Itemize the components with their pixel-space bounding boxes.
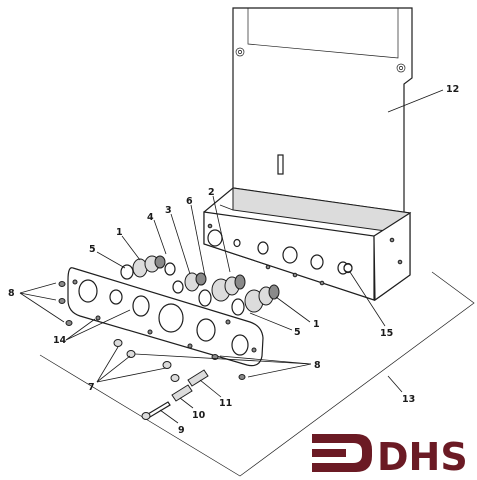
callout-1: 1 bbox=[313, 319, 320, 330]
callout-3: 3 bbox=[165, 205, 172, 216]
callout-11: 11 bbox=[219, 398, 232, 409]
bulkhead-fitting bbox=[343, 263, 353, 273]
logo-emblem bbox=[312, 434, 372, 472]
callout-12: 12 bbox=[446, 84, 459, 95]
fitting-assembly-left bbox=[120, 255, 176, 280]
callout-4: 4 bbox=[147, 212, 154, 223]
bolt bbox=[141, 401, 171, 420]
fitting-assembly-right bbox=[198, 274, 246, 307]
callout-6: 6 bbox=[186, 196, 193, 207]
callout-2: 2 bbox=[208, 187, 215, 198]
callout-labels: 12 2 6 3 4 1 5 8 14 5 1 15 8 7 10 11 9 1… bbox=[8, 84, 459, 436]
fitting-assembly-front bbox=[231, 284, 280, 316]
callout-1: 1 bbox=[116, 227, 123, 238]
leader-lines bbox=[19, 89, 444, 424]
callout-9: 9 bbox=[178, 425, 185, 436]
callout-10: 10 bbox=[192, 410, 206, 421]
callout-8: 8 bbox=[8, 288, 15, 299]
fitting-assembly-middle bbox=[172, 272, 207, 294]
front-plate bbox=[67, 267, 264, 367]
logo-text: DHS bbox=[377, 435, 468, 479]
nuts bbox=[113, 339, 180, 382]
floor-outline bbox=[39, 271, 475, 477]
tray-box bbox=[203, 187, 412, 302]
dhs-logo: DHS bbox=[312, 434, 468, 479]
callout-7: 7 bbox=[88, 382, 95, 393]
callout-13: 13 bbox=[402, 394, 415, 405]
callout-5: 5 bbox=[294, 327, 301, 338]
logo-bar bbox=[312, 449, 346, 457]
callout-15: 15 bbox=[380, 328, 393, 339]
callout-5: 5 bbox=[89, 244, 96, 255]
back-panel bbox=[232, 7, 413, 219]
callout-14: 14 bbox=[53, 335, 67, 346]
sleeve bbox=[187, 369, 209, 387]
callout-8: 8 bbox=[314, 360, 321, 371]
spacer bbox=[171, 384, 193, 402]
screws bbox=[58, 281, 246, 380]
